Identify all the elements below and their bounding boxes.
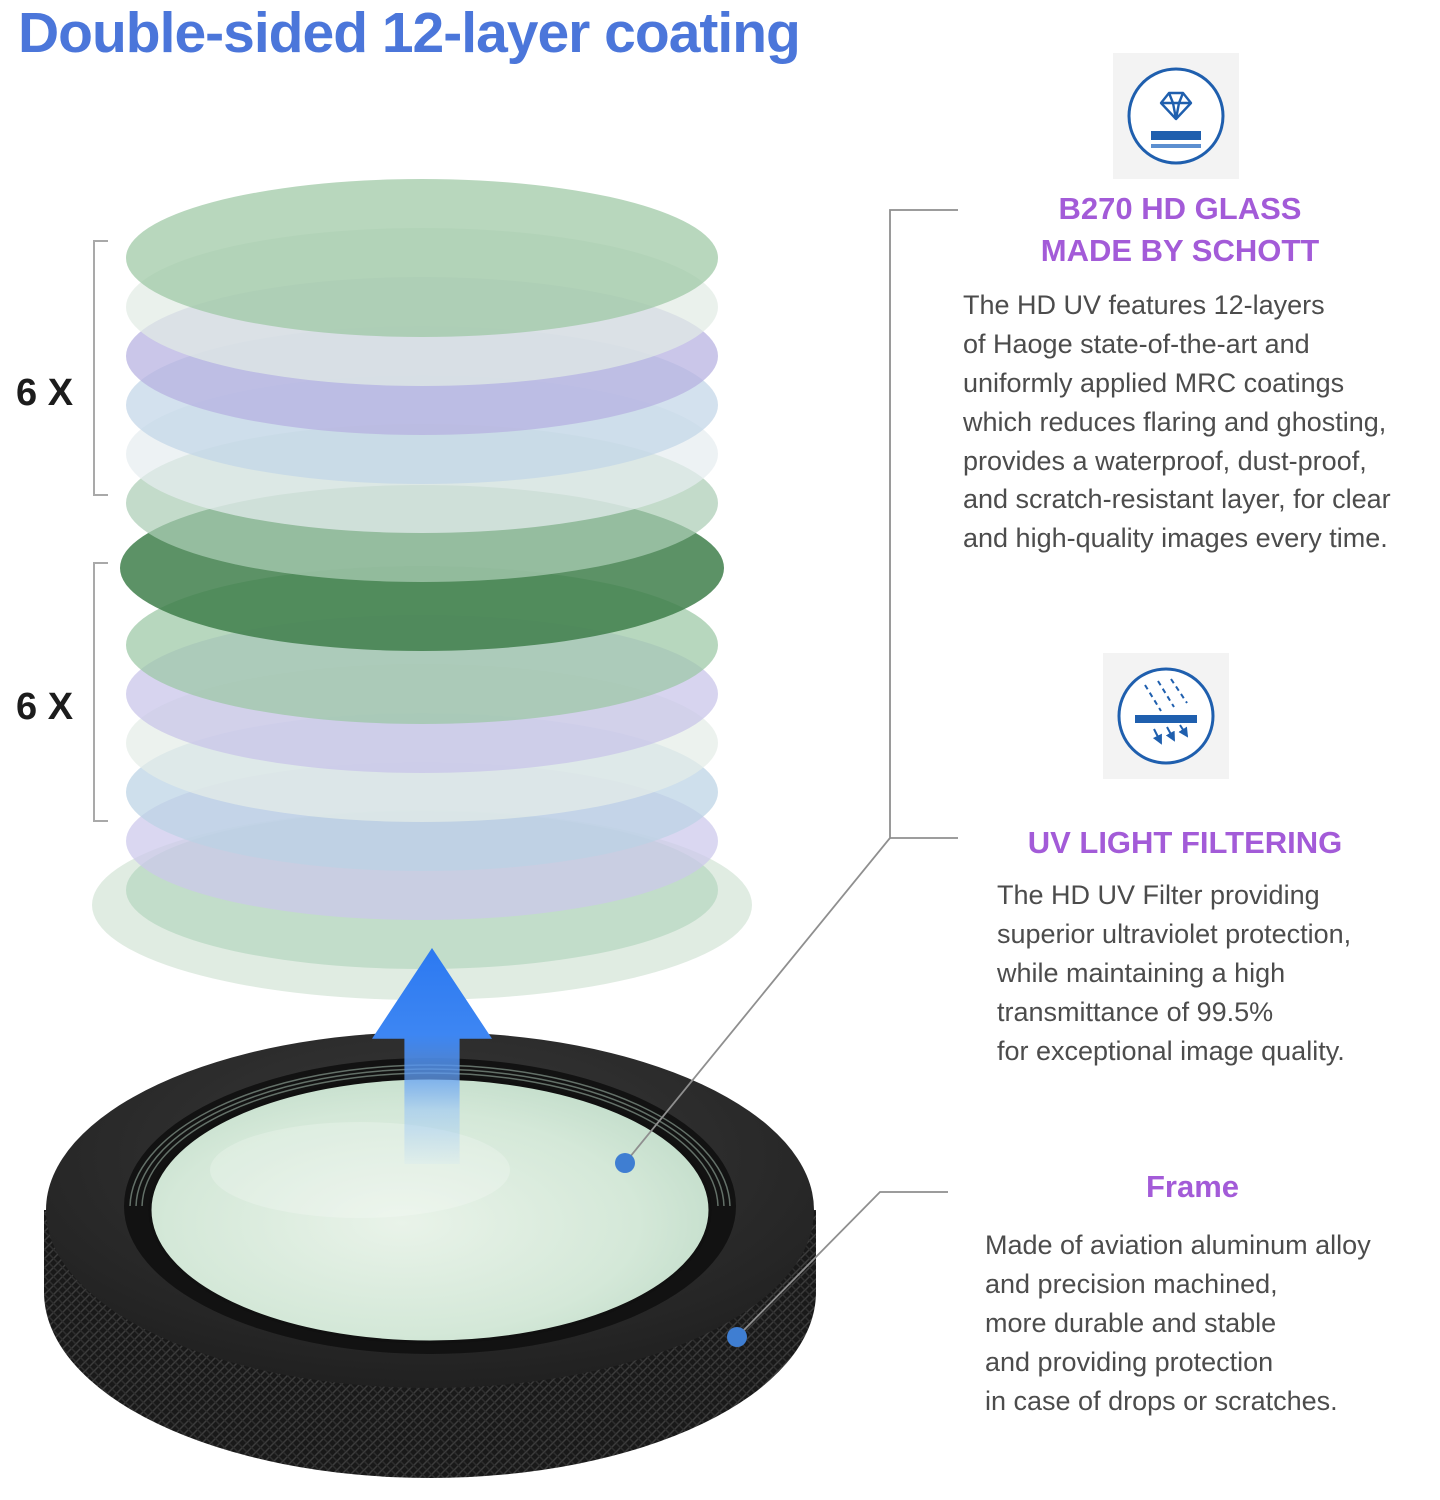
top-layer-count-label: 6 X: [16, 372, 74, 414]
coating-layer: [126, 179, 718, 337]
diamond-glass-icon: [1113, 53, 1239, 179]
section-heading-glass: B270 HD GLASS MADE BY SCHOTT: [1040, 191, 1320, 268]
section-body-uv: The HD UV Filter providing superior ultr…: [997, 880, 1352, 1066]
bottom-layer-count-label: 6 X: [16, 686, 74, 728]
section-heading-uv: UV LIGHT FILTERING: [1027, 825, 1343, 860]
bottom-layers-bracket: [93, 562, 108, 822]
page-title: Double-sided 12-layer coating: [18, 1, 801, 65]
glass-highlight: [210, 1122, 510, 1218]
section-body-glass: The HD UV features 12-layers of Haoge st…: [963, 290, 1391, 554]
uv-filter-icon: [1103, 653, 1229, 779]
top-layers-bracket: [93, 240, 108, 496]
section-body-frame: Made of aviation aluminum alloy and prec…: [985, 1230, 1371, 1416]
lens-filter-illustration: [44, 1032, 816, 1478]
section-heading-frame: Frame: [1145, 1169, 1240, 1204]
